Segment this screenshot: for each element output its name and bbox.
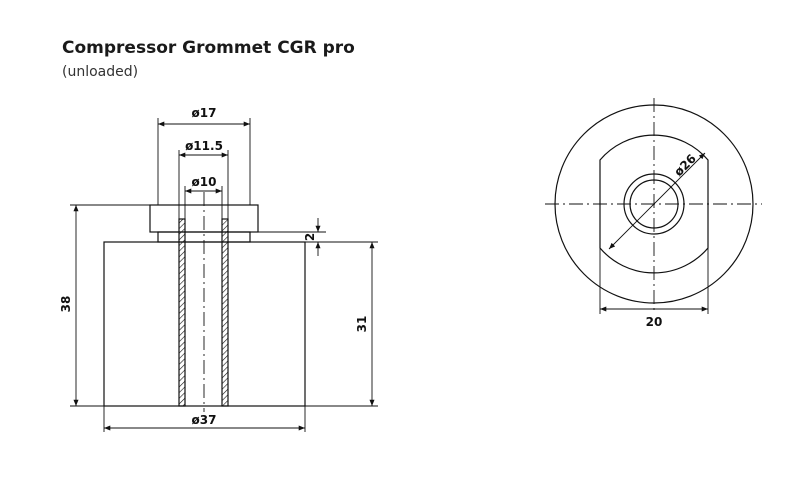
side-dimension-labels: ø17 ø11.5 ø10 ø37 38 31 2 (59, 106, 369, 427)
side-view (103, 192, 306, 412)
page-subtitle: (unloaded) (62, 64, 139, 80)
dim-step-2-label: 2 (303, 233, 317, 241)
dim-d11-5-label: ø11.5 (185, 139, 223, 153)
dim-width-20-label: 20 (646, 315, 663, 329)
side-dimensions (70, 118, 378, 432)
main-body (103, 241, 306, 407)
dim-d26-label: ø26 (671, 151, 699, 179)
dim-d37-label: ø37 (192, 413, 217, 427)
sleeve-wall-right (221, 218, 229, 407)
top-dimensions (599, 152, 709, 314)
dim-height-31-label: 31 (355, 316, 369, 333)
dim-d17-label: ø17 (192, 106, 217, 120)
dim-d10-label: ø10 (192, 175, 217, 189)
dim-height-38-label: 38 (59, 296, 73, 313)
sleeve-wall-left (178, 218, 186, 407)
page-title: Compressor Grommet CGR pro (62, 38, 355, 58)
